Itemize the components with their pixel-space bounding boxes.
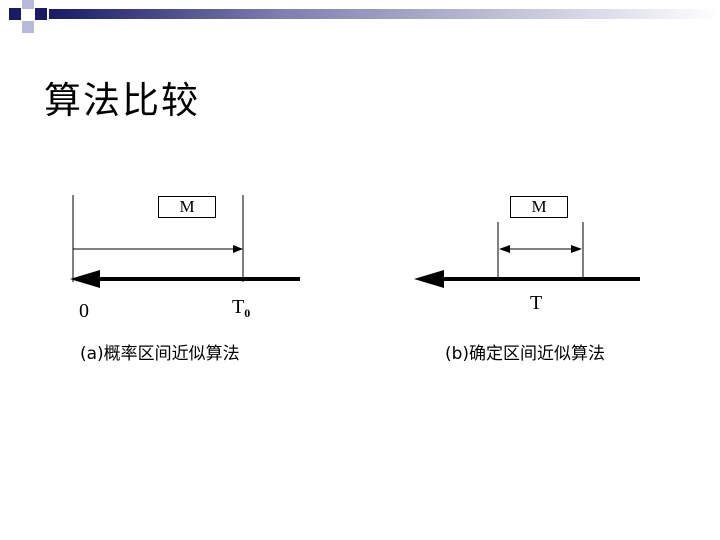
b-interval-arrow-left (499, 245, 510, 253)
deco-square (22, 0, 34, 9)
a-axis-arrowhead (70, 270, 100, 288)
slide-title: 算法比较 (44, 79, 200, 122)
deco-square (9, 8, 21, 20)
deco-square (35, 8, 47, 20)
a-m-box: M (158, 196, 216, 218)
b-interval-arrow-right (571, 245, 582, 253)
a-caption: (a)概率区间近似算法 (80, 344, 240, 364)
a-end-label-main: T (232, 296, 245, 318)
deco-gradient-bar (49, 9, 720, 19)
diagram-a (70, 195, 300, 288)
a-end-label: T0 (232, 296, 250, 321)
b-axis-arrowhead (414, 270, 444, 288)
a-end-label-sub: 0 (244, 306, 251, 320)
b-end-label: T (530, 292, 543, 314)
deco-square (22, 21, 34, 33)
a-start-label: 0 (79, 300, 89, 322)
b-caption: (b)确定区间近似算法 (445, 344, 606, 364)
header-decoration (9, 0, 720, 33)
diagram-b (414, 222, 640, 288)
b-m-box: M (510, 196, 568, 218)
